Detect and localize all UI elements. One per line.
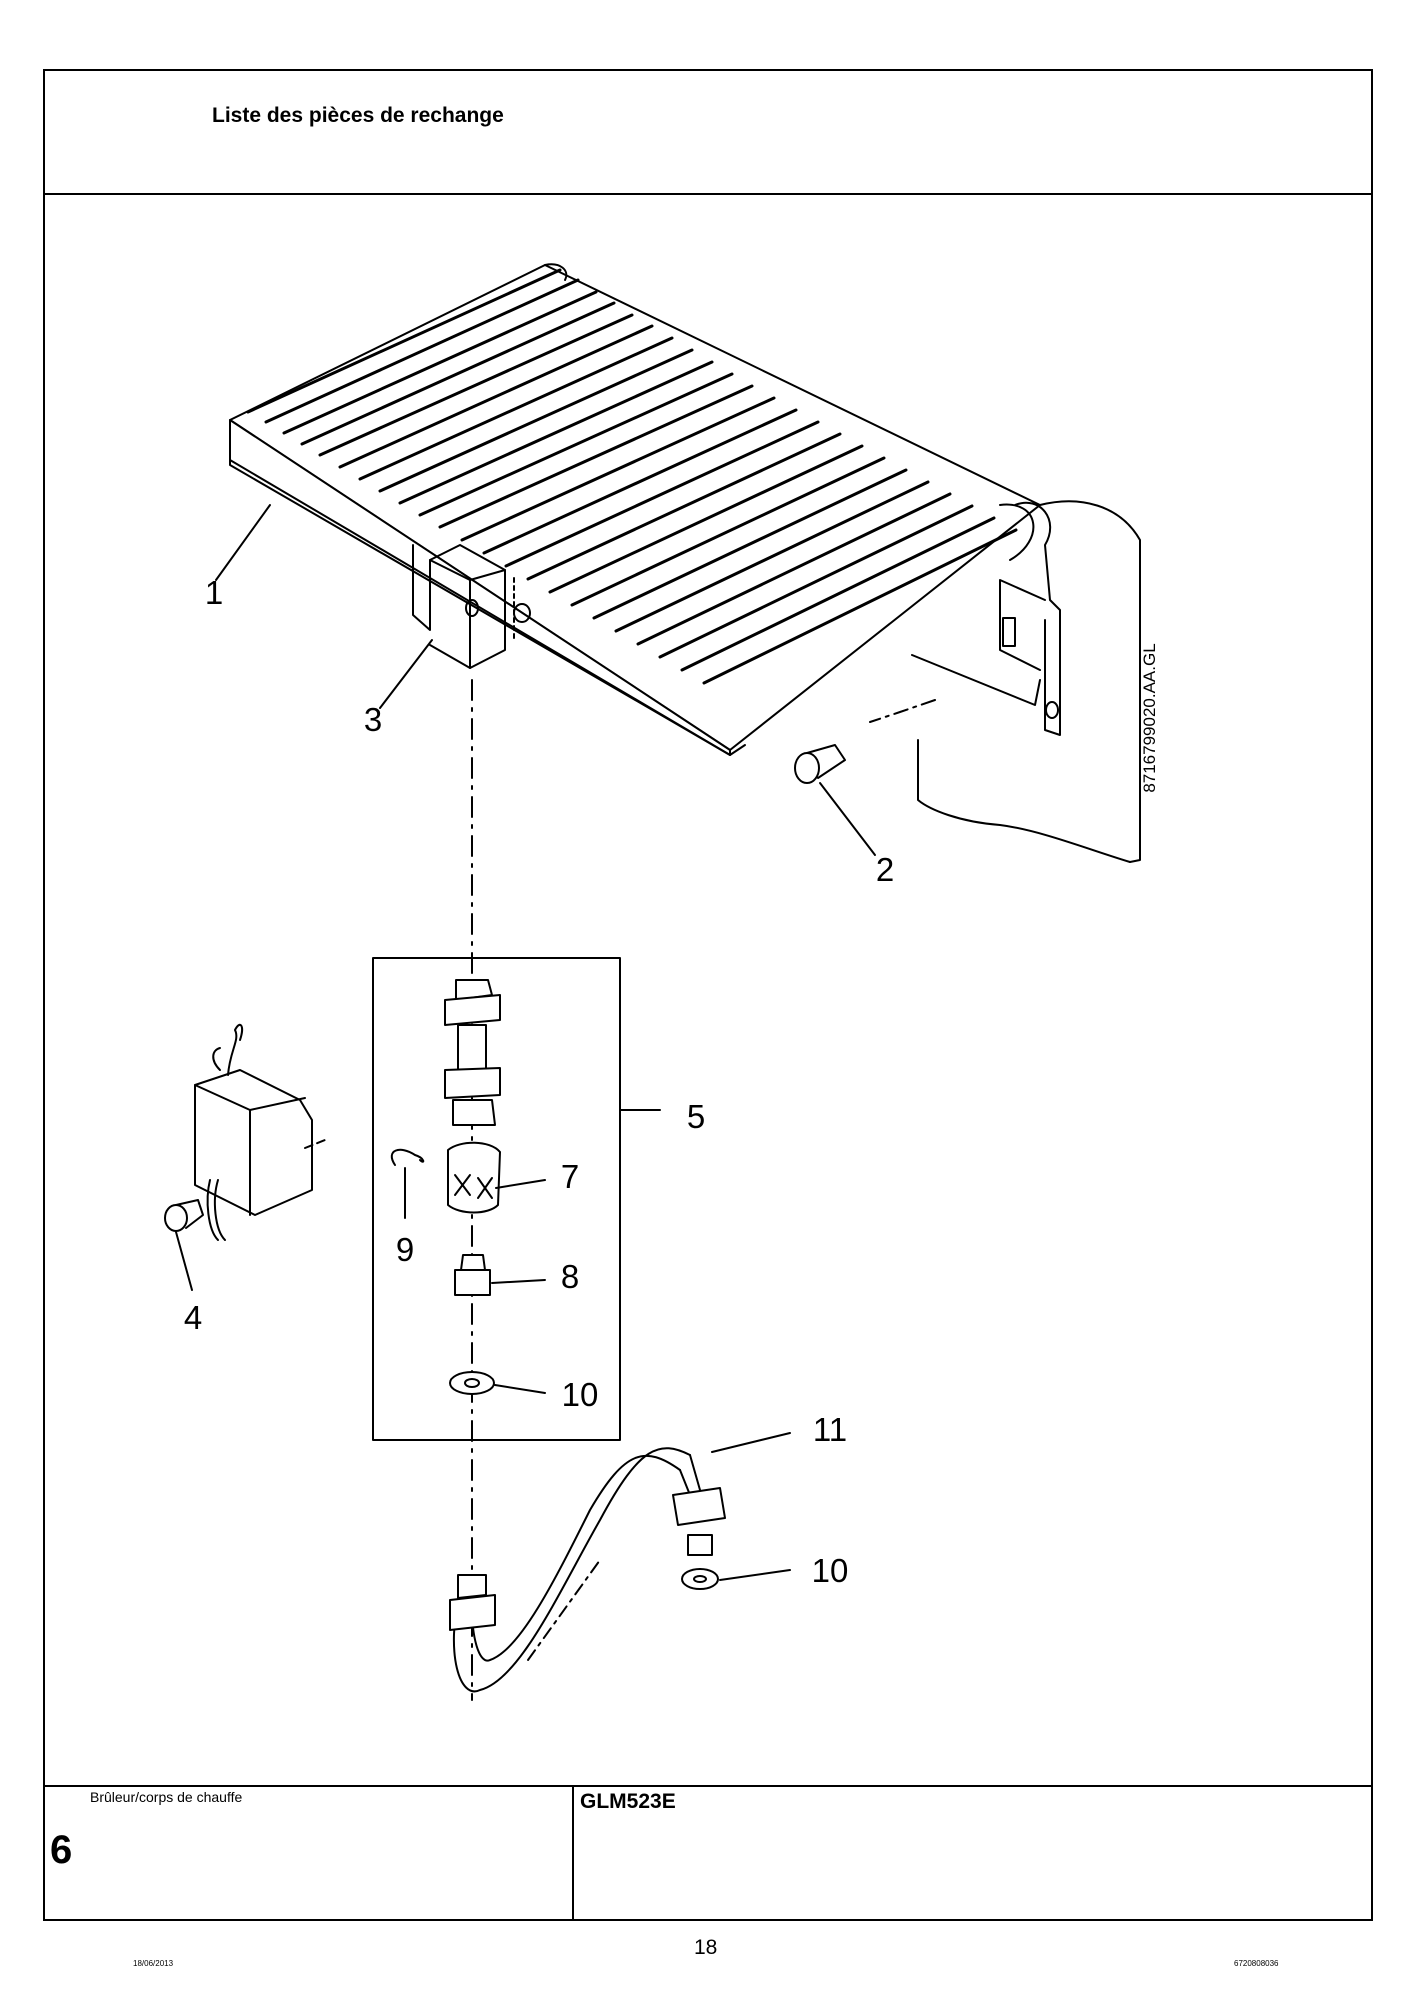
burner-assembly (229, 263, 1141, 863)
callout-5: 5 (686, 1098, 706, 1135)
footer-column-divider (572, 1785, 574, 1921)
callout-7: 7 (560, 1158, 580, 1195)
page-frame (43, 69, 1373, 1921)
document-code: 6720808036 (1234, 1959, 1279, 1968)
callout-8: 8 (560, 1258, 580, 1295)
callout-4: 4 (183, 1299, 203, 1336)
ignition-transformer (164, 1023, 326, 1241)
screw-2 (794, 744, 846, 784)
header-divider (43, 193, 1373, 195)
section-label: Brûleur/corps de chauffe (90, 1789, 243, 1805)
callout-3: 3 (363, 701, 383, 738)
callout-9: 9 (395, 1231, 415, 1268)
callout-10: 10 (561, 1376, 599, 1413)
callout-2: 2 (875, 851, 895, 888)
washer-10-b (681, 1568, 719, 1590)
model-code: GLM523E (580, 1790, 676, 1813)
callout-11: 11 (812, 1411, 848, 1448)
filter-7 (447, 1141, 501, 1214)
page-number: 18 (694, 1936, 718, 1959)
section-number: 6 (50, 1828, 73, 1872)
callout-1: 1 (204, 574, 224, 611)
electrode-holder (412, 544, 531, 669)
page-title: Liste des pièces de rechange (212, 104, 504, 127)
gas-pipe-11 (449, 1447, 726, 1693)
washer-10 (449, 1371, 495, 1395)
drawing-code: 8716799020.AA.GL (1140, 643, 1159, 793)
injector-holder (444, 979, 501, 1126)
print-date: 18/06/2013 (133, 1959, 174, 1968)
nozzle-8 (454, 1254, 491, 1296)
callout-10-b: 10 (811, 1552, 849, 1589)
clip-9 (390, 1148, 425, 1166)
footer-divider (43, 1785, 1373, 1787)
